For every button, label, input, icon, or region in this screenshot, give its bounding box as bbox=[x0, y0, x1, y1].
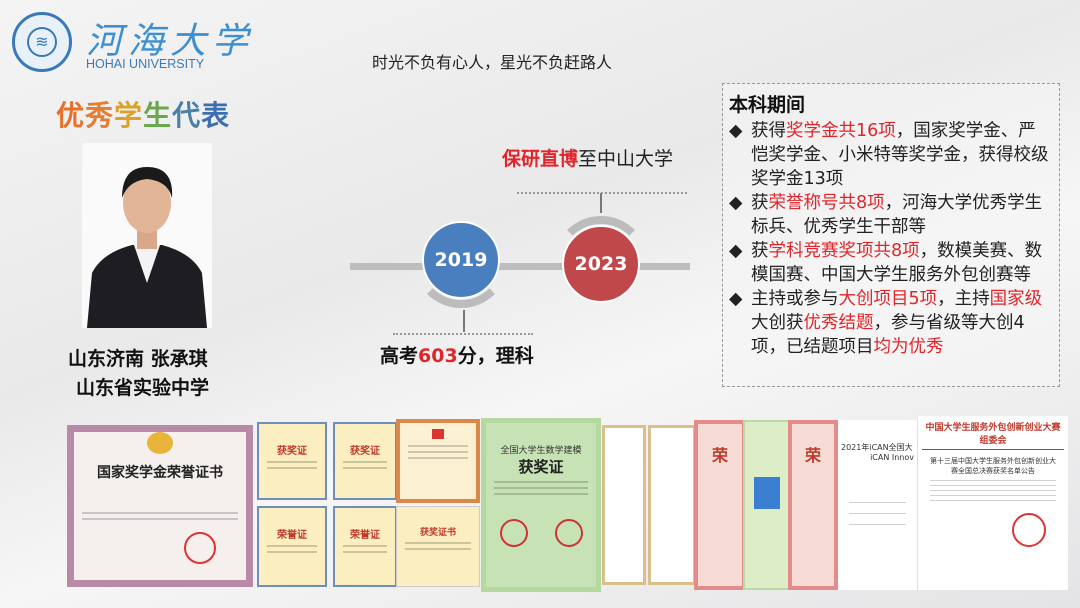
cert-title: 获奖证 bbox=[350, 446, 380, 457]
text-segment: ，河海大学优秀学生标兵、优秀学生干部等 bbox=[751, 193, 1043, 237]
text-segment: ，数模美赛、数模国赛、中国大学生服务外包创赛等 bbox=[751, 241, 1043, 285]
timeline-node-2023: 2023 bbox=[562, 225, 640, 303]
achievements-panel: 本科期间 ◆ 获得奖学金共16项，国家奖学金、严恺奖学金、小米特等奖学金，获得校级… bbox=[722, 83, 1060, 387]
dotted-divider bbox=[517, 192, 687, 194]
text-segment: 保研直博 bbox=[502, 148, 579, 170]
cert-title: 荣誉证 bbox=[277, 530, 307, 541]
title-char: 学 bbox=[114, 99, 144, 132]
cert-org: 中国大学生服务外包创新创业大赛组委会 bbox=[922, 420, 1064, 450]
honor-certificate: 荣 bbox=[788, 420, 838, 590]
honor-certificate: 荣誉证 bbox=[257, 506, 327, 587]
achievement-bullet: ◆ 获学科竞赛奖项共8项，数模美赛、数模国赛、中国大学生服务外包创赛等 bbox=[729, 239, 1059, 287]
text-segment: 奖学金共16项 bbox=[786, 121, 896, 141]
achievement-bullet: ◆ 获得奖学金共16项，国家奖学金、严恺奖学金、小米特等奖学金，获得校级奖学金13… bbox=[729, 119, 1059, 191]
certificate bbox=[648, 425, 696, 585]
text-segment: 获得 bbox=[751, 121, 786, 141]
diamond-bullet-icon: ◆ bbox=[729, 121, 743, 141]
ican-certificate-subtitle: iCAN Innov bbox=[870, 453, 914, 462]
honor-certificate: 荣誉证 bbox=[333, 506, 397, 587]
cert-title: 获奖证书 bbox=[419, 528, 456, 538]
dotted-divider bbox=[393, 333, 533, 335]
achievement-bullet: ◆ 主持或参与大创项目5项，主持国家级大创获优秀结题，参与省级等大创4项，已结题项… bbox=[729, 287, 1059, 359]
text-segment: 均为优秀 bbox=[873, 337, 944, 357]
cert-title: 荣 bbox=[804, 446, 821, 465]
diamond-bullet-icon: ◆ bbox=[729, 241, 743, 261]
cert-title: 荣誉证 bbox=[350, 530, 380, 541]
university-seal-logo: ≋ bbox=[12, 12, 72, 72]
student-location-name: 山东济南 张承琪 bbox=[68, 348, 208, 370]
timeline-ring-2019 bbox=[413, 212, 509, 308]
national-scholarship-certificate: 国家奖学金荣誉证书 bbox=[67, 425, 253, 587]
year-label: 2023 bbox=[574, 253, 628, 275]
award-certificate: 获奖证 bbox=[333, 422, 397, 500]
cert-org: 全国大学生数学建模 bbox=[500, 446, 582, 456]
math-modeling-certificate: 全国大学生数学建模 获奖证 bbox=[481, 418, 601, 592]
honor-title-certificate bbox=[396, 419, 480, 503]
outsourcing-competition-notice: 中国大学生服务外包创新创业大赛组委会 第十三届中国大学生服务外包创新创业大赛全国… bbox=[918, 416, 1068, 590]
connector-2019 bbox=[463, 310, 465, 332]
text-segment: 国家级 bbox=[989, 289, 1043, 309]
id-certificate bbox=[743, 420, 791, 590]
title-char: 优 bbox=[56, 99, 86, 132]
honor-certificate: 荣 bbox=[694, 420, 746, 590]
ican-certificate-title: 2021年iCAN全国大 bbox=[841, 443, 913, 452]
text-segment: 大创项目5项 bbox=[838, 289, 938, 309]
award-certificate: 获奖证书 bbox=[396, 506, 480, 587]
cert-title: 获奖证 bbox=[277, 446, 307, 457]
text-segment: 主持或参与 bbox=[751, 289, 839, 309]
motto: 时光不负有心人，星光不负赶路人 bbox=[372, 53, 613, 72]
cert-title: 获奖证 bbox=[518, 458, 564, 476]
student-photo bbox=[82, 143, 212, 328]
panel-heading: 本科期间 bbox=[729, 94, 806, 116]
title-char: 秀 bbox=[85, 99, 115, 132]
text-segment: 高考 bbox=[380, 345, 419, 367]
timeline-node-2019: 2019 bbox=[422, 221, 500, 299]
text-segment: 优秀结题 bbox=[803, 313, 874, 333]
certificate bbox=[602, 425, 646, 585]
note-2019: 高考603分，理科 bbox=[380, 341, 534, 368]
text-segment: 学科竞赛奖项共8项 bbox=[768, 241, 920, 261]
cert-title: 荣 bbox=[711, 446, 728, 465]
cert-title: 国家奖学金荣誉证书 bbox=[97, 465, 223, 481]
achievement-bullet: ◆ 获荣誉称号共8项，河海大学优秀学生标兵、优秀学生干部等 bbox=[729, 191, 1059, 239]
timeline-line bbox=[350, 263, 690, 270]
university-name-en: HOHAI UNIVERSITY bbox=[86, 57, 205, 71]
text-segment: ，参与省级等大创4项，已结题项目 bbox=[751, 313, 1025, 357]
diamond-bullet-icon: ◆ bbox=[729, 193, 743, 213]
connector-2023 bbox=[600, 193, 602, 213]
note-2023: 保研直博至中山大学 bbox=[502, 144, 673, 171]
ican-certificate: 2021年iCAN全国大 iCAN Innov bbox=[838, 420, 918, 590]
text-segment: 分，理科 bbox=[457, 345, 534, 367]
cert-title: 第十三届中国大学生服务外包创新创业大赛全国总决赛获奖名单公告 bbox=[930, 457, 1056, 475]
text-segment: 大创获 bbox=[751, 313, 804, 333]
diamond-bullet-icon: ◆ bbox=[729, 289, 743, 309]
student-high-school: 山东省实验中学 bbox=[76, 377, 210, 399]
text-segment: 603 bbox=[418, 345, 458, 367]
text-segment: 至中山大学 bbox=[578, 148, 674, 170]
award-certificate: 获奖证 bbox=[257, 422, 327, 500]
title-char: 表 bbox=[201, 99, 231, 132]
text-segment: 获 bbox=[751, 241, 769, 261]
text-segment: 获 bbox=[751, 193, 769, 213]
text-segment: ，主持 bbox=[937, 289, 990, 309]
timeline-ring-2023 bbox=[553, 216, 649, 312]
title-char: 代 bbox=[172, 99, 202, 132]
year-label: 2019 bbox=[434, 249, 488, 271]
text-segment: ，国家奖学金、严恺奖学金、小米特等奖学金，获得校级奖学金13项 bbox=[751, 121, 1049, 189]
university-name-cn: 河海大学 bbox=[86, 21, 255, 62]
text-segment: 荣誉称号共8项 bbox=[768, 193, 885, 213]
slide-title: 优秀学生代表 bbox=[56, 94, 230, 134]
title-char: 生 bbox=[143, 99, 173, 132]
